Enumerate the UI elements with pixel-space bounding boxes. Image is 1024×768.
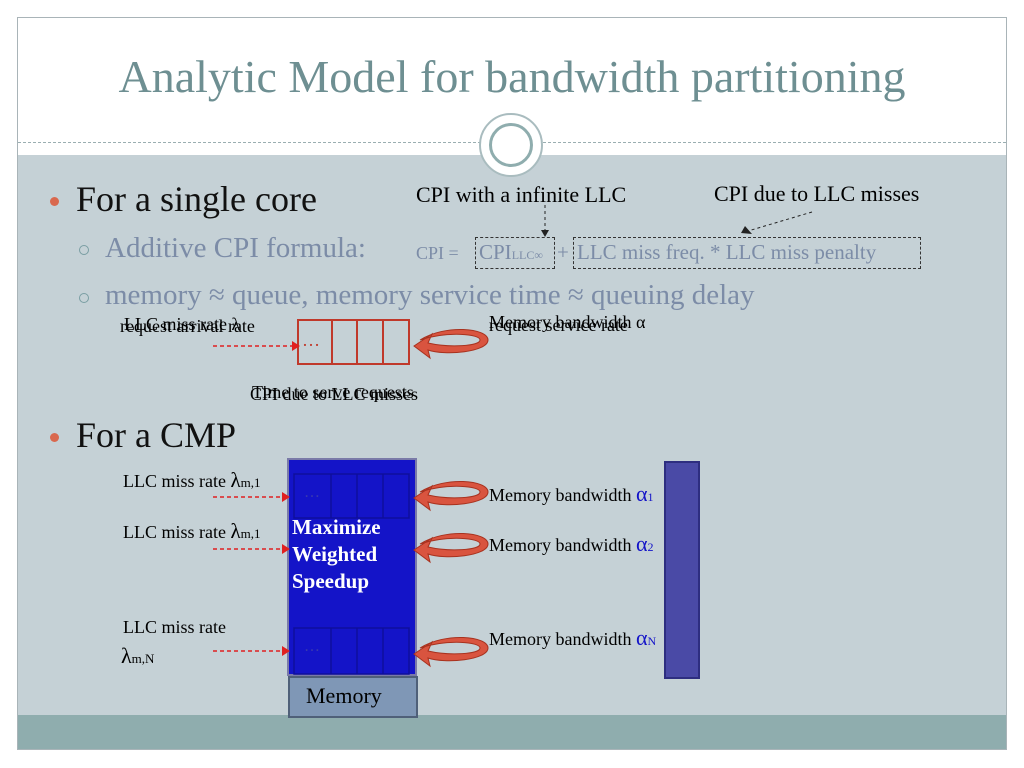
cmp-row3-miss-rate: LLC miss rate	[123, 617, 226, 637]
lambda-subscript: m,1	[240, 526, 261, 541]
cmp-row1-queue-grid	[293, 473, 410, 519]
request-arrival-rate-label: request arrival rate	[120, 316, 255, 336]
slide-frame	[17, 17, 1007, 750]
footer-bar	[18, 715, 1006, 749]
cmp-row2-miss-rate: LLC miss rate λm,1	[123, 519, 261, 544]
formula-term1-text: CPI	[479, 240, 512, 264]
ring-ornament-icon	[479, 113, 543, 177]
slide-title: Analytic Model for bandwidth partitionin…	[118, 51, 906, 102]
formula-term1-box	[475, 237, 555, 269]
cmp-row2-bandwidth: Memory bandwidth α2	[489, 531, 654, 557]
cmp-row2-bandwidth-text: Memory bandwidth	[489, 535, 636, 555]
cmp-heading: For a CMP	[76, 415, 237, 455]
bullet-dot-icon	[50, 433, 59, 442]
single-core-heading: For a single core	[76, 179, 317, 219]
cmp-row1-bandwidth-text: Memory bandwidth	[489, 485, 636, 505]
cmp-row3-queue-grid	[293, 627, 410, 675]
input-arrowheads	[282, 341, 300, 656]
alpha-subscript: 2	[647, 540, 654, 554]
cmp-row1-bandwidth: Memory bandwidth α1	[489, 481, 654, 507]
llc-miss-rate-label: LLC miss rate λ	[124, 314, 241, 334]
queue-slot-1	[297, 319, 333, 365]
cmp-row2-miss-text: LLC miss rate	[123, 522, 231, 542]
cpi-infinite-llc-label: CPI with a infinite LLC	[416, 182, 627, 207]
formula-equals: CPI =	[416, 243, 459, 263]
callout-arrows	[544, 205, 813, 234]
formula-term1: CPILLC∞	[479, 240, 543, 265]
cmp-row3-bandwidth-text: Memory bandwidth	[489, 629, 636, 649]
lambda-symbol: λ	[230, 468, 241, 492]
input-arrows	[213, 345, 292, 652]
cpi-due-to-llc-misses-label: CPI due to LLC misses	[250, 384, 419, 404]
lambda-symbol: λ	[121, 643, 132, 668]
memory-bandwidth-label: Memory bandwidth α	[489, 312, 646, 332]
formula-term2-box	[573, 237, 921, 269]
cmp-row3-dots: …	[304, 638, 320, 655]
request-service-rate-label: request service rate	[489, 315, 628, 335]
maximize-weighted-speedup-label: Maximize Weighted Speedup	[292, 515, 381, 593]
sub-bullet-icon	[79, 293, 89, 303]
cmp-queue-block	[287, 458, 417, 676]
formula-lead-text: Additive CPI formula:	[105, 232, 366, 264]
cmp-row1-dots: …	[304, 484, 320, 501]
formula-plus: +	[557, 240, 569, 264]
lambda-subscript: m,N	[131, 651, 155, 666]
lambda-symbol: λ	[230, 519, 241, 543]
bullet-dot-icon	[50, 197, 59, 206]
queue-sentence: memory ≈ queue, memory service time ≈ qu…	[105, 279, 755, 311]
cmp-row3-bandwidth: Memory bandwidth αN	[489, 625, 656, 651]
slide-body	[18, 155, 1006, 715]
cmp-row1-miss-rate: LLC miss rate λm,1	[123, 468, 261, 493]
alpha-symbol: α	[635, 625, 648, 650]
cmp-row1-miss-text: LLC miss rate	[123, 471, 231, 491]
cpi-llc-misses-label: CPI due to LLC misses	[714, 181, 920, 206]
queue-slot-4	[382, 319, 410, 365]
formula-term2: LLC miss freq. * LLC miss penalty	[577, 240, 877, 264]
bandwidth-bar	[664, 461, 700, 679]
callout-arrowhead	[741, 226, 752, 234]
cmp-row3-lambda: λm,N	[121, 643, 154, 669]
callout-arrowhead	[541, 230, 549, 237]
alpha-subscript: 1	[647, 490, 654, 504]
alpha-subscript: N	[647, 634, 657, 648]
lambda-subscript: m,1	[240, 475, 261, 490]
alpha-symbol: α	[635, 531, 648, 556]
memory-label: Memory	[306, 683, 382, 708]
sub-bullet-icon	[79, 245, 89, 255]
service-arrows	[413, 329, 489, 668]
memory-block	[288, 676, 418, 718]
alpha-symbol: α	[635, 481, 648, 506]
queue-dots: …	[302, 330, 320, 350]
time-to-serve-label: Time to serve requests	[252, 382, 414, 402]
formula-term1-subscript: LLC∞	[511, 248, 543, 262]
